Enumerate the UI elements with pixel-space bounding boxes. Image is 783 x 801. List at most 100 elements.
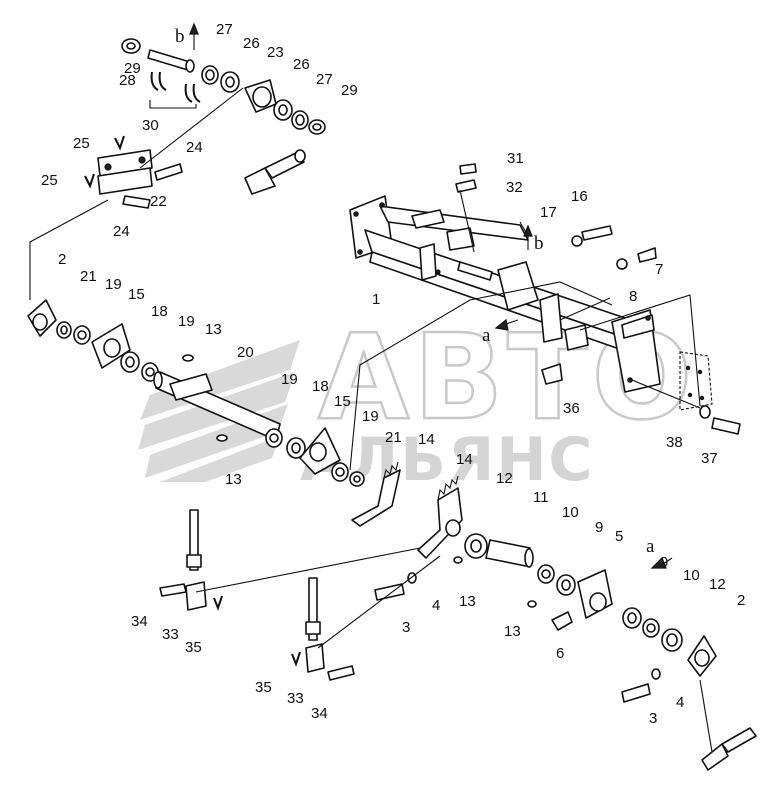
bolt-34-left bbox=[159, 583, 187, 597]
callout-26: 26 bbox=[243, 35, 260, 52]
rod-right bbox=[308, 577, 318, 641]
callout-12: 12 bbox=[709, 576, 726, 593]
view-marker-b-mid: b bbox=[534, 233, 544, 254]
view-marker-b-top: b bbox=[175, 26, 185, 47]
callout-15: 15 bbox=[128, 286, 145, 303]
block-33-right bbox=[305, 643, 325, 673]
callout-13: 13 bbox=[504, 623, 521, 640]
bolt-7 bbox=[637, 247, 657, 263]
callout-27: 27 bbox=[216, 21, 233, 38]
washer-17 bbox=[571, 235, 583, 247]
callout-1: 1 bbox=[372, 291, 380, 308]
callout-6: 6 bbox=[556, 645, 564, 662]
callout-32: 32 bbox=[506, 179, 523, 196]
callout-9: 9 bbox=[660, 554, 668, 571]
frame-hardware bbox=[455, 163, 741, 435]
bolt-34-right bbox=[327, 665, 355, 681]
mounting-plate bbox=[679, 351, 713, 411]
leader-lines bbox=[29, 87, 713, 753]
callout-19: 19 bbox=[178, 313, 195, 330]
lockwasher-4-right bbox=[651, 668, 661, 680]
callout-31: 31 bbox=[507, 150, 524, 167]
callout-33: 33 bbox=[162, 626, 179, 643]
callout-13: 13 bbox=[225, 471, 242, 488]
callout-29: 29 bbox=[341, 82, 358, 99]
frame-assembly bbox=[349, 195, 661, 393]
callout-10: 10 bbox=[683, 567, 700, 584]
left-shaft-group bbox=[27, 299, 401, 527]
callout-23: 23 bbox=[267, 44, 284, 61]
callout-16: 16 bbox=[571, 188, 588, 205]
callout-19: 19 bbox=[362, 408, 379, 425]
callout-25: 25 bbox=[73, 135, 90, 152]
view-marker-a-left: a bbox=[482, 325, 491, 346]
callout-4: 4 bbox=[432, 597, 440, 614]
clip-30b bbox=[184, 83, 201, 103]
bolt-3-right bbox=[621, 683, 651, 703]
callout-13: 13 bbox=[205, 321, 222, 338]
callout-14: 14 bbox=[456, 451, 473, 468]
callout-35: 35 bbox=[255, 679, 272, 696]
callout-19: 19 bbox=[281, 371, 298, 388]
callout-2: 2 bbox=[737, 592, 745, 609]
arm-14-right bbox=[417, 487, 463, 559]
callout-27: 27 bbox=[316, 71, 333, 88]
callout-19: 19 bbox=[105, 276, 122, 293]
watermark-line2: АЛЬЯНС bbox=[300, 425, 594, 495]
callout-38: 38 bbox=[666, 434, 683, 451]
callout-34: 34 bbox=[131, 613, 148, 630]
key-13-upper bbox=[182, 354, 194, 362]
rod-end-upper bbox=[244, 167, 276, 195]
callout-15: 15 bbox=[334, 393, 351, 410]
bolt-24-upper bbox=[154, 163, 183, 181]
right-shaft-group bbox=[374, 475, 757, 771]
callout-22: 22 bbox=[150, 193, 167, 210]
callout-37: 37 bbox=[701, 450, 718, 467]
bolt-16 bbox=[581, 225, 613, 241]
callout-9: 9 bbox=[595, 519, 603, 536]
callout-24: 24 bbox=[113, 223, 130, 240]
rod-left bbox=[189, 509, 199, 571]
pin-35-right bbox=[291, 651, 301, 667]
fitting-6 bbox=[551, 611, 573, 631]
rod-end-lower bbox=[701, 743, 729, 771]
pin-28 bbox=[147, 49, 191, 71]
callout-33: 33 bbox=[287, 690, 304, 707]
callout-24: 24 bbox=[186, 139, 203, 156]
callout-14: 14 bbox=[418, 431, 435, 448]
view-arrows bbox=[189, 22, 673, 569]
callout-5: 5 bbox=[615, 528, 623, 545]
block-33-left bbox=[185, 581, 207, 611]
washer-8 bbox=[616, 258, 628, 270]
fitting-36 bbox=[541, 363, 563, 385]
callout-21: 21 bbox=[385, 429, 402, 446]
callout-3: 3 bbox=[649, 710, 657, 727]
callout-29: 29 bbox=[124, 60, 141, 77]
key-13-lower bbox=[216, 434, 228, 442]
callout-34: 34 bbox=[311, 705, 328, 722]
bolt-24-lower bbox=[122, 195, 151, 209]
callout-18: 18 bbox=[151, 303, 168, 320]
callout-25: 25 bbox=[41, 172, 58, 189]
nut-31 bbox=[459, 163, 477, 175]
callout-10: 10 bbox=[562, 504, 579, 521]
washer-38 bbox=[699, 405, 711, 419]
callout-28: 28 bbox=[119, 72, 136, 89]
shaft-11 bbox=[485, 539, 531, 567]
callout-21: 21 bbox=[80, 268, 97, 285]
upper-lever-group bbox=[84, 38, 326, 209]
callout-4: 4 bbox=[676, 694, 684, 711]
callout-11: 11 bbox=[533, 489, 549, 506]
callout-8: 8 bbox=[629, 288, 637, 305]
callout-13: 13 bbox=[459, 593, 476, 610]
callout-35: 35 bbox=[185, 639, 202, 656]
callout-20: 20 bbox=[237, 344, 254, 361]
callout-26: 26 bbox=[293, 56, 310, 73]
callout-12: 12 bbox=[496, 470, 513, 487]
callout-7: 7 bbox=[655, 261, 663, 278]
clip-30a bbox=[150, 71, 167, 91]
bolt-37 bbox=[711, 417, 741, 435]
